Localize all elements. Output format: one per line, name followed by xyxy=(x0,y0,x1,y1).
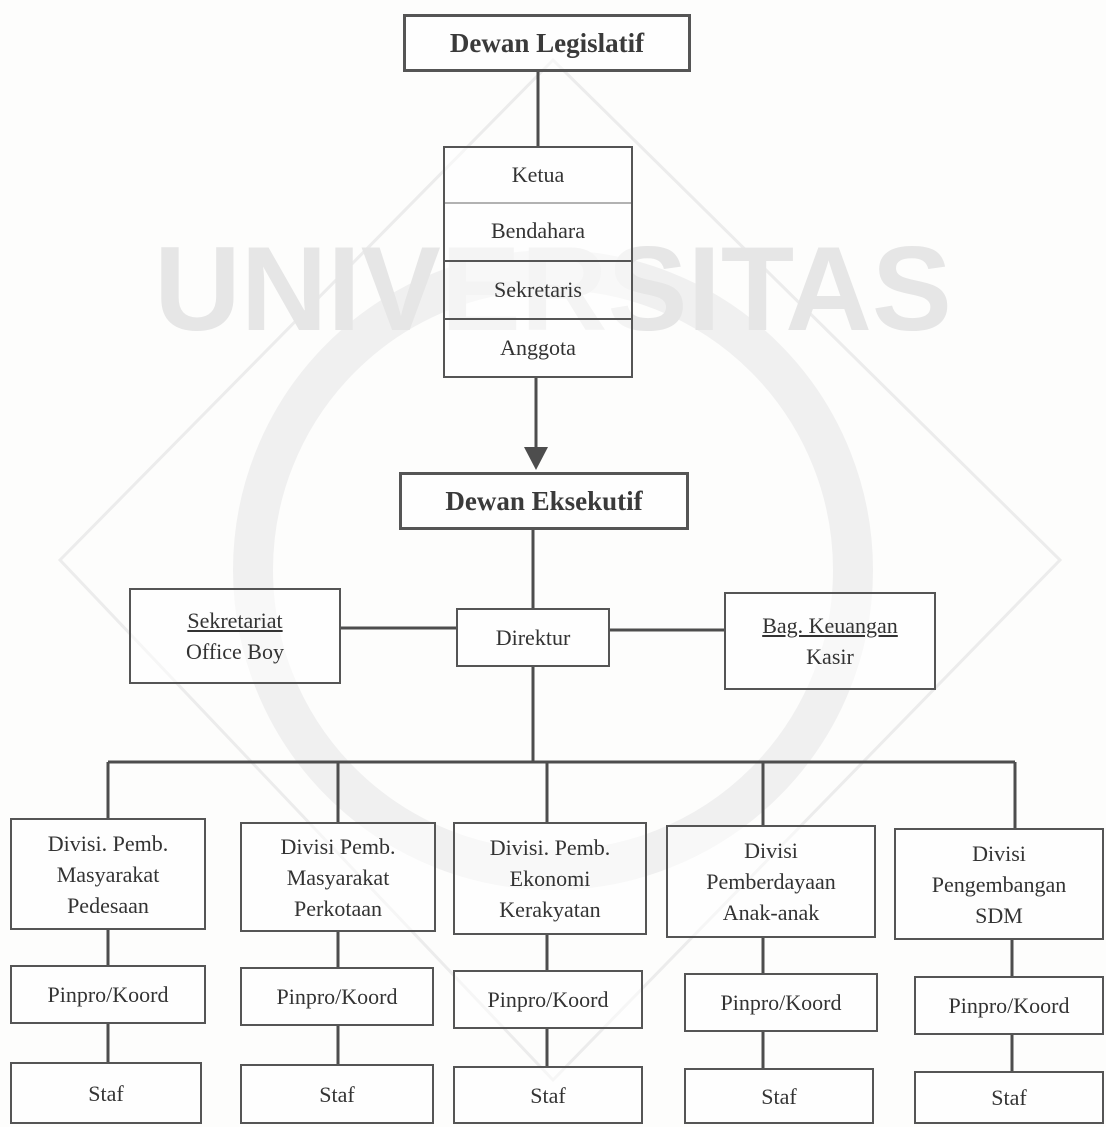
division-name-line: Divisi xyxy=(744,838,798,863)
division-name-line: Perkotaan xyxy=(294,895,382,921)
member-ketua: Ketua xyxy=(443,146,633,204)
division-name-line: Masyarakat xyxy=(286,864,390,890)
finance-box: Bag. Keuangan Kasir xyxy=(724,592,936,690)
coordinator-label: Pinpro/Koord xyxy=(47,982,169,1007)
division-name-line: Pedesaan xyxy=(67,892,149,918)
arrowhead xyxy=(524,447,548,470)
division-name-line: Divisi. Pemb. xyxy=(47,830,169,856)
division-name-line: Masyarakat xyxy=(56,861,160,887)
coordinator-label: Pinpro/Koord xyxy=(720,990,842,1015)
member-label: Sekretaris xyxy=(494,277,582,302)
staff-box-4: Staf xyxy=(684,1068,874,1124)
director-label: Direktur xyxy=(495,625,571,650)
coordinator-box-2: Pinpro/Koord xyxy=(240,967,434,1026)
division-box-5: Divisi Pengembangan SDM xyxy=(894,828,1104,940)
staff-label: Staf xyxy=(761,1083,797,1109)
division-box-4: Divisi Pemberdayaan Anak-anak xyxy=(666,825,876,938)
division-name-line: Ekonomi xyxy=(509,866,591,891)
cashier-label: Kasir xyxy=(806,644,854,669)
coordinator-box-5: Pinpro/Koord xyxy=(914,976,1104,1035)
executive-council-title: Dewan Eksekutif xyxy=(445,485,643,516)
division-name-line: Kerakyatan xyxy=(499,897,601,922)
member-label: Bendahara xyxy=(490,218,586,243)
division-name-line: Divisi xyxy=(972,840,1026,866)
secretariat-label: Sekretariat xyxy=(187,608,283,633)
staff-label: Staf xyxy=(530,1082,566,1108)
office-boy-label: Office Boy xyxy=(186,639,284,664)
division-name-line: Anak-anak xyxy=(722,900,820,925)
staff-label: Staf xyxy=(991,1085,1027,1110)
legislative-council-box: Dewan Legislatif xyxy=(403,14,691,72)
division-name-line: SDM xyxy=(975,902,1023,928)
staff-box-3: Staf xyxy=(453,1066,643,1124)
staff-label: Staf xyxy=(88,1080,124,1106)
secretariat-box: Sekretariat Office Boy xyxy=(129,588,341,684)
staff-box-1: Staf xyxy=(10,1062,202,1124)
member-label: Ketua xyxy=(511,162,565,187)
member-bendahara: Bendahara xyxy=(443,202,633,262)
staff-label: Staf xyxy=(319,1081,355,1107)
executive-council-box: Dewan Eksekutif xyxy=(399,472,689,530)
division-name-line: Pemberdayaan xyxy=(706,869,836,894)
legislative-council-title: Dewan Legislatif xyxy=(449,27,645,58)
division-name-line: Divisi Pemb. xyxy=(280,833,396,859)
division-box-1: Divisi. Pemb. Masyarakat Pedesaan xyxy=(10,818,206,930)
coordinator-box-4: Pinpro/Koord xyxy=(684,973,878,1032)
coordinator-box-1: Pinpro/Koord xyxy=(10,965,206,1024)
staff-box-2: Staf xyxy=(240,1064,434,1124)
division-box-3: Divisi. Pemb. Ekonomi Kerakyatan xyxy=(453,822,647,935)
member-anggota: Anggota xyxy=(443,318,633,378)
staff-box-5: Staf xyxy=(914,1071,1104,1124)
finance-label: Bag. Keuangan xyxy=(762,613,898,638)
member-sekretaris: Sekretaris xyxy=(443,260,633,320)
coordinator-box-3: Pinpro/Koord xyxy=(453,970,643,1029)
division-box-2: Divisi Pemb. Masyarakat Perkotaan xyxy=(240,822,436,932)
coordinator-label: Pinpro/Koord xyxy=(948,993,1070,1018)
division-name-line: Divisi. Pemb. xyxy=(489,835,611,860)
coordinator-label: Pinpro/Koord xyxy=(276,984,398,1009)
director-box: Direktur xyxy=(456,608,610,667)
member-label: Anggota xyxy=(500,335,576,360)
coordinator-label: Pinpro/Koord xyxy=(487,987,609,1012)
division-name-line: Pengembangan xyxy=(931,871,1067,897)
